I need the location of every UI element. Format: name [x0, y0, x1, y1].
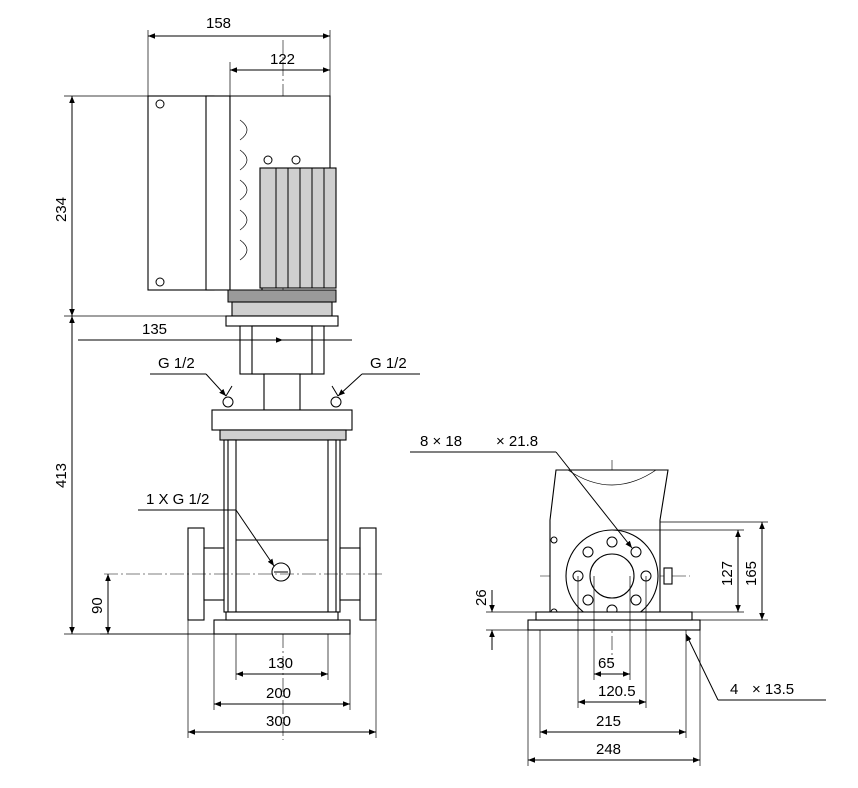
dim-120-5: 120.5 [598, 683, 636, 700]
callout-base-holes-a: 4 [730, 681, 738, 698]
callout-flange-holes-a: 8 × 18 [420, 433, 462, 450]
pump-head [211, 325, 353, 441]
base-plate-front [213, 619, 351, 635]
callout-flange-holes-b: × 21.8 [496, 433, 538, 450]
dim-248: 248 [596, 741, 621, 758]
dim-122: 122 [270, 51, 295, 68]
dim-300: 300 [266, 713, 291, 730]
pump-column [223, 439, 341, 613]
side-view [527, 460, 701, 660]
dim-234: 234 [53, 197, 70, 222]
callout-base-holes-b: × 13.5 [752, 681, 794, 698]
dim-413: 413 [53, 463, 70, 488]
dimension-lines: 158 122 234 135 413 90 130 200 [53, 15, 768, 766]
dim-26: 26 [473, 589, 490, 606]
dim-130: 130 [268, 655, 293, 672]
dim-127: 127 [719, 561, 736, 586]
dim-135: 135 [142, 321, 167, 338]
dim-158: 158 [206, 15, 231, 32]
flanges-front [104, 527, 384, 621]
callout-drain: 1 X G 1/2 [146, 491, 209, 508]
motor [147, 95, 339, 327]
dim-65: 65 [598, 655, 615, 672]
dim-165: 165 [743, 561, 760, 586]
callout-vent-left: G 1/2 [158, 355, 195, 372]
base-plate-side [527, 619, 701, 631]
dim-215: 215 [596, 713, 621, 730]
dim-90: 90 [89, 597, 106, 614]
front-view [104, 40, 384, 740]
callouts: G 1/2 G 1/2 1 X G 1/2 8 × 18 × 21.8 4 × … [138, 355, 826, 701]
callout-vent-right: G 1/2 [370, 355, 407, 372]
dim-200: 200 [266, 685, 291, 702]
